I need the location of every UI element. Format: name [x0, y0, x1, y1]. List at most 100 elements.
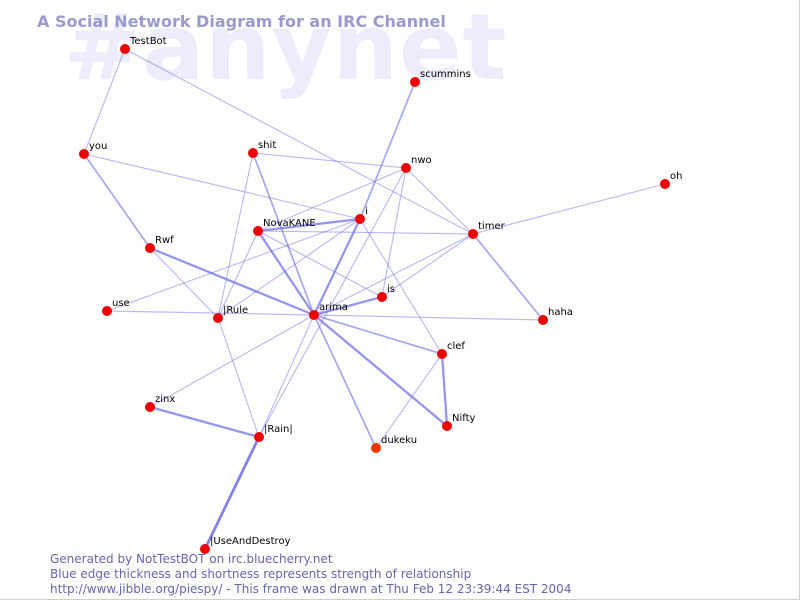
edge-i-arima	[312, 217, 362, 317]
node-label: i	[365, 206, 368, 217]
node-dot	[253, 226, 263, 236]
edge-novakane-is	[257, 230, 383, 298]
node-zinx[interactable]: zinx	[145, 394, 175, 412]
node-dukeku[interactable]: dukeku	[371, 435, 417, 453]
edge-rwf-rule	[149, 247, 219, 319]
edge-shit-nwo	[252, 152, 407, 169]
node-dot	[213, 313, 223, 323]
footer-legend-note: Blue edge thickness and shortness repres…	[50, 567, 472, 581]
node-shit[interactable]: shit	[248, 140, 276, 158]
node-label: use	[112, 298, 130, 309]
edge-oh-timer	[472, 183, 666, 235]
node-rule[interactable]: |Rule	[213, 305, 248, 323]
edge-zinx-rain	[148, 405, 261, 439]
edge-i-novakane	[256, 217, 362, 233]
edge-novakane-timer	[257, 230, 474, 235]
node-dot	[120, 44, 130, 54]
edge-arima-zinx	[149, 314, 315, 408]
edge-i-use	[106, 218, 361, 312]
edge-layer	[83, 48, 666, 551]
node-is[interactable]: is	[377, 284, 395, 302]
node-label: TestBot	[129, 36, 167, 47]
node-rain[interactable]: |Rain|	[254, 424, 293, 442]
node-dot	[200, 544, 210, 554]
edge-clef-nifty	[440, 352, 449, 428]
node-label: NovaKANE	[263, 218, 316, 229]
edge-nwo-is	[381, 167, 407, 298]
node-i[interactable]: i	[355, 206, 368, 224]
node-timer[interactable]: timer	[468, 221, 506, 239]
channel-watermark: #anynet	[64, 0, 508, 101]
node-useanddestroy[interactable]: |UseAndDestroy	[200, 536, 291, 554]
edge-timer-haha	[472, 233, 544, 321]
node-dot	[102, 306, 112, 316]
node-label: you	[89, 141, 107, 152]
node-you[interactable]: you	[79, 141, 107, 159]
node-label: |UseAndDestroy	[210, 536, 291, 547]
node-nwo[interactable]: nwo	[401, 155, 432, 173]
edge-novakane-arima	[256, 229, 316, 317]
node-dot	[145, 402, 155, 412]
node-label: is	[387, 284, 395, 295]
diagram-title: A Social Network Diagram for an IRC Chan…	[37, 12, 446, 31]
edge-nwo-novakane	[257, 167, 407, 232]
node-dot	[254, 432, 264, 442]
node-nifty[interactable]: Nifty	[442, 413, 476, 431]
node-label: arima	[319, 302, 348, 313]
node-clef[interactable]: clef	[437, 341, 465, 359]
node-dot	[538, 315, 548, 325]
edge-use-arima	[106, 310, 315, 316]
edge-shit-arima	[252, 152, 315, 316]
edge-arima-dukeku	[313, 314, 377, 449]
node-dot	[248, 148, 258, 158]
node-label: haha	[548, 307, 573, 318]
node-label: |Rule	[223, 305, 248, 316]
node-label: Nifty	[452, 413, 476, 424]
node-arima[interactable]: arima	[309, 302, 348, 320]
edge-i-clef	[359, 218, 443, 355]
node-use[interactable]: use	[102, 298, 130, 316]
edge-you-rwf	[83, 153, 151, 249]
node-label: dukeku	[381, 435, 417, 446]
node-dot	[401, 163, 411, 173]
node-dot	[468, 229, 478, 239]
node-novakane[interactable]: NovaKANE	[253, 218, 316, 236]
edge-nwo-timer	[405, 167, 474, 235]
node-label: nwo	[411, 155, 432, 166]
node-label: Rwf	[155, 235, 174, 246]
node-label: zinx	[155, 394, 175, 405]
node-dot	[437, 349, 447, 359]
node-dot	[660, 179, 670, 189]
edge-novakane-rule	[217, 230, 259, 319]
node-label: |Rain|	[264, 424, 293, 435]
node-scummins[interactable]: scummins	[410, 69, 471, 87]
node-label: oh	[670, 171, 682, 182]
edge-rain-useanddestroy	[203, 435, 261, 551]
node-rwf[interactable]: Rwf	[145, 235, 174, 253]
node-dot	[79, 149, 89, 159]
edge-arima-nifty	[312, 313, 449, 428]
node-dot	[410, 77, 420, 87]
node-label: timer	[478, 221, 506, 232]
edge-you-i	[83, 153, 361, 220]
node-label: scummins	[420, 69, 471, 80]
node-dot	[442, 421, 452, 431]
edge-testbot-timer	[124, 48, 474, 235]
node-dot	[355, 214, 365, 224]
edge-nwo-rain	[258, 167, 407, 438]
node-label: clef	[447, 341, 465, 352]
footer: Generated by NotTestBOT on irc.bluecherr…	[50, 552, 571, 597]
footer-source-timestamp: http://www.jibble.org/piespy/ - This fra…	[50, 582, 572, 596]
edge-timer-arima	[313, 233, 474, 316]
edge-rule-rain	[217, 317, 260, 438]
node-dot	[309, 310, 319, 320]
edge-clef-dukeku	[375, 353, 443, 449]
edge-arima-is	[312, 295, 384, 317]
node-testbot[interactable]: TestBot	[120, 36, 167, 54]
node-dot	[371, 443, 381, 453]
node-haha[interactable]: haha	[538, 307, 573, 325]
edge-arima-haha	[313, 314, 544, 321]
node-oh[interactable]: oh	[660, 171, 682, 189]
